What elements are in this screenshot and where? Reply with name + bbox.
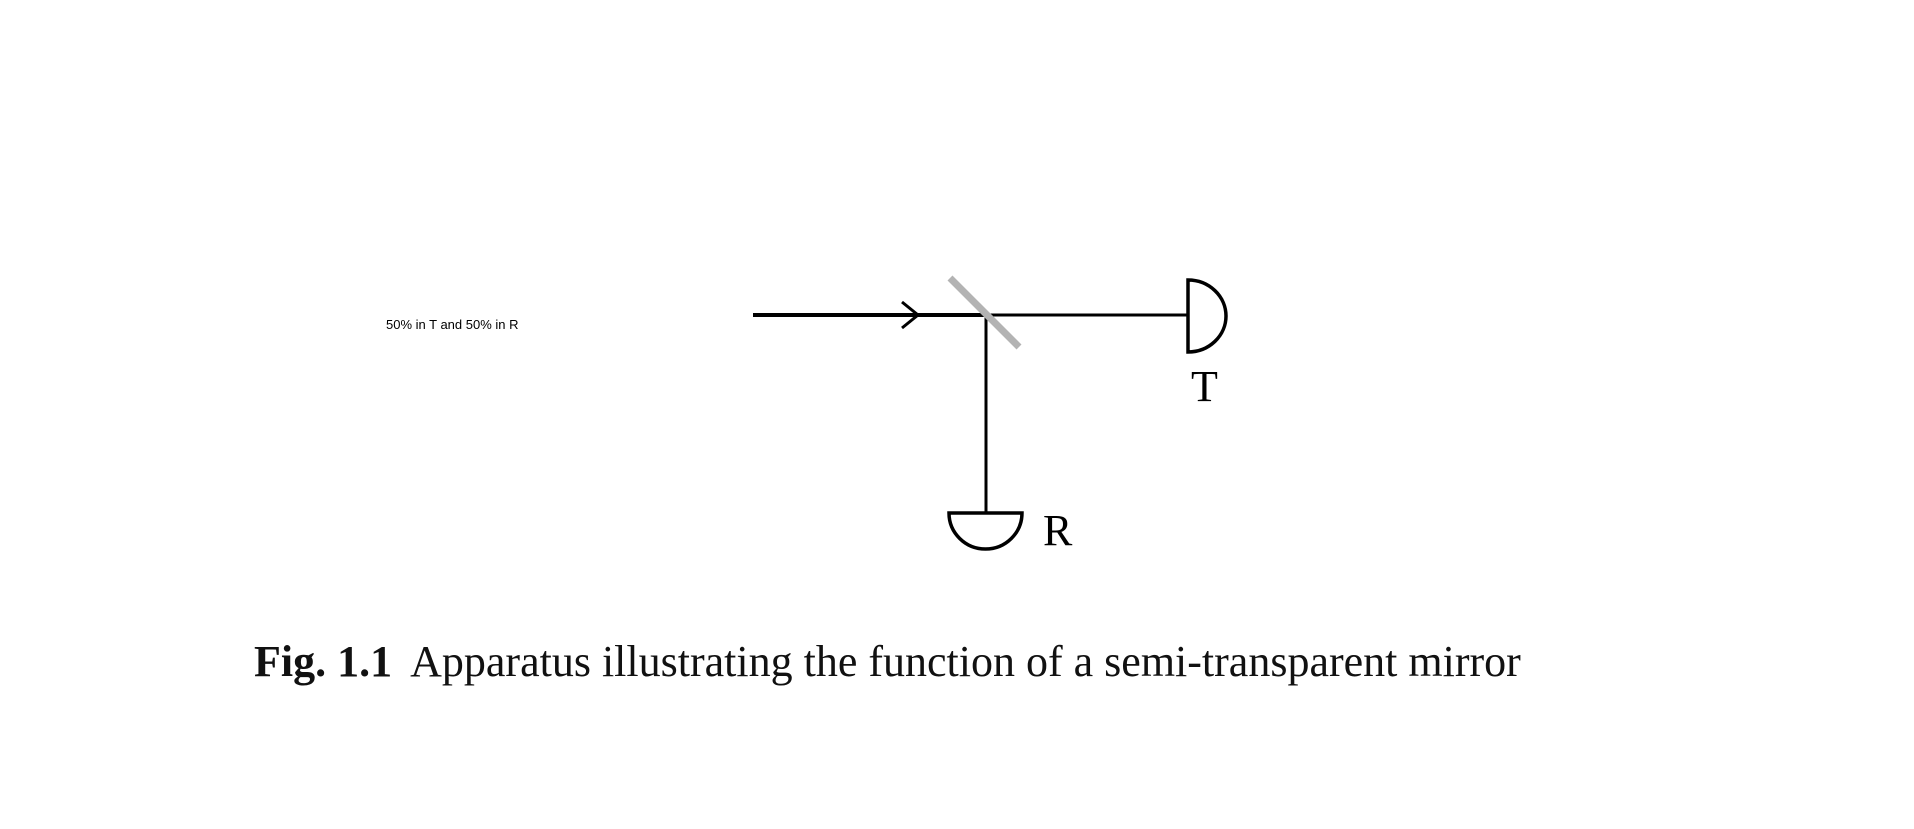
- label-r: R: [1043, 506, 1073, 555]
- semi-transparent-mirror: [947, 275, 1022, 350]
- figure-caption-text: Apparatus illustrating the function of a…: [410, 637, 1521, 686]
- figure-caption: Fig. 1.1 Apparatus illustrating the funct…: [254, 640, 1521, 684]
- split-ratio-note: 50% in T and 50% in R: [386, 317, 519, 332]
- label-t: T: [1191, 362, 1218, 411]
- detector-t: [1186, 278, 1228, 354]
- figure-number: Fig. 1.1: [254, 637, 393, 686]
- beam-arrowhead-icon: [901, 300, 921, 330]
- detector-r: [947, 511, 1024, 551]
